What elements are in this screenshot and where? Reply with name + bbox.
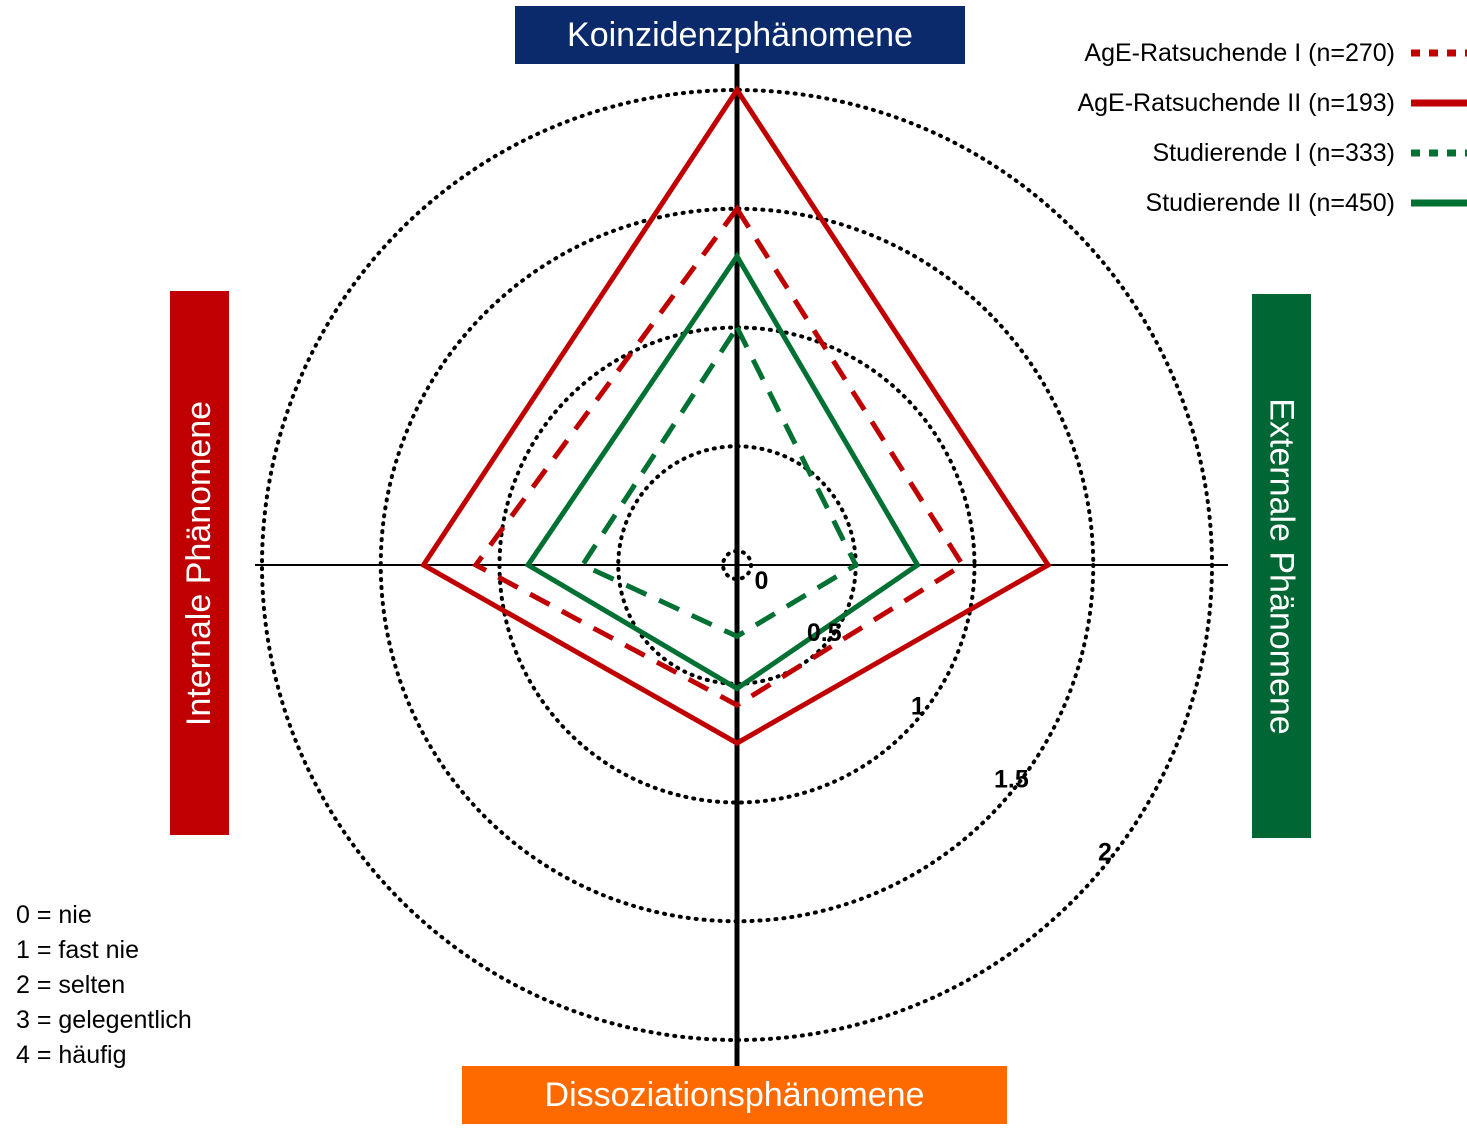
series-line (578, 322, 860, 640)
legend-swatch (1411, 49, 1467, 57)
scale-note: 0 = nie 1 = fast nie 2 = selten 3 = gele… (16, 898, 192, 1073)
scale-note-line: 0 = nie (16, 901, 92, 929)
axis-label-left-text: Internale Phänomene (180, 400, 218, 726)
legend-swatch (1411, 149, 1467, 157)
axis-label-left: Internale Phänomene (170, 291, 229, 835)
legend-label: AgE-Ratsuchende I (n=270) (1084, 38, 1395, 67)
axis-label-top-text: Koinzidenzphänomene (567, 15, 913, 54)
legend-item: AgE-Ratsuchende I (n=270) (1084, 28, 1467, 78)
ring-label: 1 (911, 692, 925, 720)
axis-label-right: Externale Phänomene (1252, 294, 1311, 838)
axis-label-top: Koinzidenzphänomene (515, 6, 965, 64)
series-line (419, 85, 1052, 746)
axis-label-right-text: Externale Phänomene (1263, 397, 1302, 735)
series-line (472, 204, 967, 708)
ring-label: 1.5 (994, 765, 1029, 793)
ring-labels: 0 0.5 1 1.5 2 (755, 567, 1112, 867)
legend-label: Studierende II (n=450) (1145, 188, 1395, 217)
scale-note-line: 1 = fast nie (16, 936, 139, 964)
scale-note-line: 3 = gelegentlich (16, 1006, 192, 1034)
legend-item: AgE-Ratsuchende II (n=193) (1077, 78, 1467, 128)
axis-label-bottom: Dissoziationsphänomene (462, 1066, 1007, 1124)
legend-swatch (1411, 199, 1467, 207)
axis-lines (255, 64, 1228, 1066)
series-line (524, 251, 921, 692)
ring-label: 0.5 (807, 619, 842, 647)
legend-swatch (1411, 99, 1467, 107)
legend-label: Studierende I (n=333) (1152, 138, 1395, 167)
series-layer (419, 85, 1052, 746)
legend-item: Studierende II (n=450) (1146, 178, 1467, 228)
legend-label: AgE-Ratsuchende II (n=193) (1077, 88, 1395, 117)
ring-label: 2 (1098, 839, 1112, 867)
axis-label-bottom-text: Dissoziationsphänomene (544, 1075, 925, 1114)
scale-note-line: 4 = häufig (16, 1041, 127, 1069)
ring-label: 0 (755, 567, 769, 595)
scale-note-line: 2 = selten (16, 971, 126, 999)
legend-item: Studierende I (n=333) (1152, 128, 1467, 178)
